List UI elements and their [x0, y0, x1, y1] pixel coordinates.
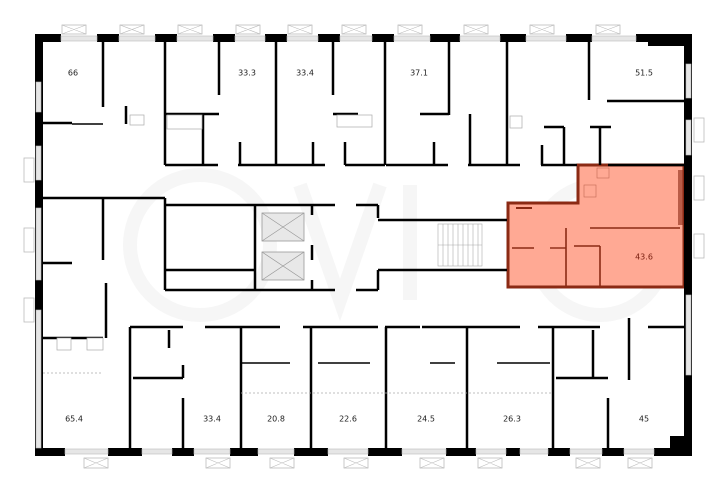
- apt-area-33-4-top[interactable]: 33.4: [296, 69, 314, 78]
- interior-walls-bottom: [43, 196, 684, 448]
- apt-area-24-5[interactable]: 24.5: [417, 415, 435, 424]
- apt-area-51-5[interactable]: 51.5: [635, 69, 653, 78]
- apt-area-20-8[interactable]: 20.8: [267, 415, 285, 424]
- apt-area-22-6[interactable]: 22.6: [339, 415, 357, 424]
- windows-sides: [23, 63, 705, 449]
- apt-area-43-6-selected[interactable]: 43.6: [635, 253, 653, 262]
- selected-apartment[interactable]: [506, 163, 686, 289]
- apt-area-37-1[interactable]: 37.1: [410, 69, 428, 78]
- apt-area-33-4-bottom[interactable]: 33.4: [203, 415, 221, 424]
- apt-area-45[interactable]: 45: [639, 415, 649, 424]
- windows-top: [60, 24, 637, 42]
- core: [165, 203, 507, 292]
- interior-walls-top: [43, 42, 684, 167]
- apt-area-26-3[interactable]: 26.3: [503, 415, 521, 424]
- windows-bottom: [64, 448, 655, 469]
- apt-area-65-4[interactable]: 65.4: [65, 415, 83, 424]
- apt-area-33-3[interactable]: 33.3: [238, 69, 256, 78]
- apt-area-66[interactable]: 66: [68, 69, 78, 78]
- apartment-labels: 66 33.3 33.4 37.1 51.5 43.6 65.4 33.4 20…: [65, 69, 653, 424]
